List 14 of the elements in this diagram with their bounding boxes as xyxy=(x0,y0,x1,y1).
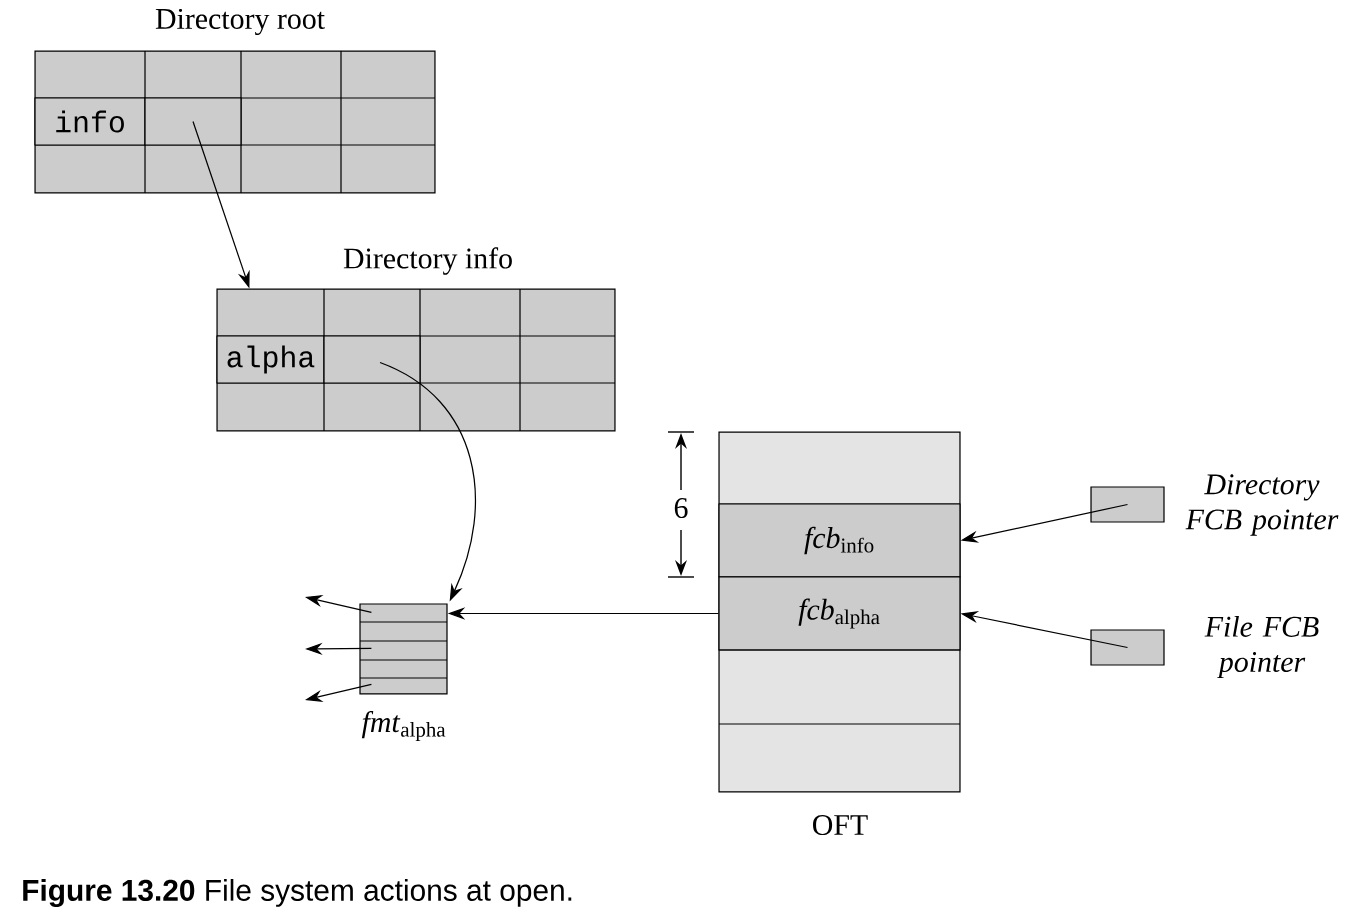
table-heading: fmt$_{alpha}$ xyxy=(361,711,446,742)
pointer-label: File FCB pointer xyxy=(1204,615,1319,679)
figure-caption: Figure 13.20 File system actions at open. xyxy=(23,879,572,907)
table-heading: Directory info xyxy=(343,247,512,275)
pointer-label: Directory FCB pointer xyxy=(1185,474,1339,536)
pointer-cell xyxy=(323,335,421,384)
pointer-cell xyxy=(144,97,242,146)
table-cell: alpha xyxy=(216,335,325,384)
table-cell: info xyxy=(34,97,146,146)
fcb-row: fcb$_{info}$ xyxy=(718,503,961,578)
table-heading: Directory root xyxy=(155,8,325,36)
table-heading: OFT xyxy=(813,814,868,836)
fcb-row: fcb$_{alpha}$ xyxy=(718,576,961,651)
dimension-label: 6 xyxy=(674,497,688,519)
